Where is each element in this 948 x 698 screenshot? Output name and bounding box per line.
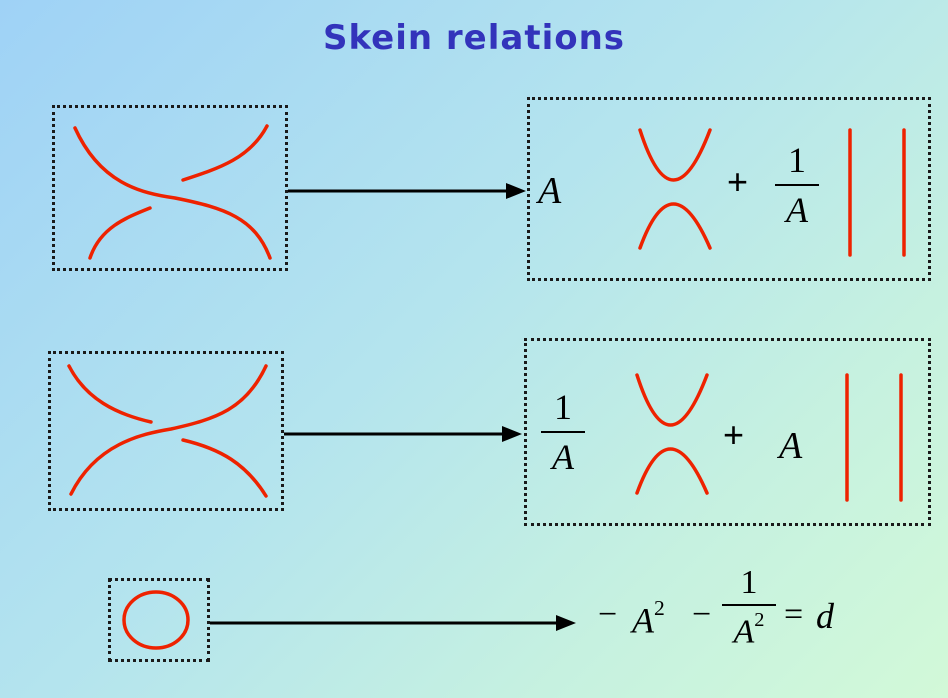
plus-sign: + bbox=[727, 161, 749, 202]
fraction-numerator: 1 bbox=[788, 140, 806, 180]
arrow-row-2 bbox=[284, 426, 522, 442]
under-strand-upper bbox=[181, 124, 269, 182]
under-strand-lower bbox=[181, 438, 268, 498]
minus-sign-2: − bbox=[692, 596, 712, 633]
fraction-numerator: 1 bbox=[740, 564, 758, 601]
fraction-one-over-a-squared: 1 A2 bbox=[722, 566, 776, 649]
vertical-smoothing-icon bbox=[845, 373, 903, 502]
fraction-one-over-a: 1 A bbox=[541, 389, 585, 475]
fraction-numerator: 1 bbox=[554, 387, 572, 427]
fraction-denominator: A bbox=[552, 437, 574, 477]
fraction-bar bbox=[541, 431, 585, 433]
term-a: A2 bbox=[632, 596, 665, 641]
fraction-one-over-a: 1 A bbox=[775, 142, 819, 228]
rhs-d: d bbox=[816, 596, 834, 636]
negative-crossing-diagram bbox=[67, 364, 268, 498]
vertical-smoothing-icon bbox=[848, 128, 906, 257]
result-box-positive: A + 1 A bbox=[527, 97, 931, 281]
arrow-row-3 bbox=[210, 615, 576, 631]
fraction-denominator: A bbox=[786, 190, 808, 230]
den-exponent: 2 bbox=[754, 609, 765, 631]
plus-sign: + bbox=[723, 414, 745, 455]
horizontal-smoothing-icon bbox=[635, 373, 709, 495]
positive-crossing-diagram bbox=[73, 124, 272, 260]
fraction-bar bbox=[775, 184, 819, 186]
crossing-box-negative bbox=[48, 351, 284, 511]
fraction-denominator: A2 bbox=[722, 610, 776, 649]
unknot-formula: − A2 − 1 A2 = d bbox=[598, 560, 918, 670]
arrow-row-1 bbox=[288, 183, 526, 199]
equals-sign: = bbox=[784, 596, 804, 633]
horizontal-smoothing-icon bbox=[638, 128, 712, 250]
coefficient-a: A bbox=[538, 170, 562, 212]
minus-sign-1: − bbox=[598, 596, 618, 633]
coefficient-a: A bbox=[779, 425, 803, 467]
den-base: A bbox=[733, 613, 755, 651]
over-strand bbox=[73, 126, 272, 260]
term-a-base: A bbox=[632, 600, 654, 641]
fraction-bar bbox=[722, 604, 776, 606]
page-title: Skein relations bbox=[322, 18, 626, 58]
over-strand bbox=[69, 364, 268, 496]
unknot-icon bbox=[122, 590, 190, 650]
term-a-exponent: 2 bbox=[654, 596, 665, 620]
under-strand-upper bbox=[67, 364, 153, 424]
result-box-negative: 1 A + A bbox=[524, 338, 931, 526]
under-strand-lower bbox=[88, 206, 152, 260]
unknot-box bbox=[108, 578, 210, 662]
crossing-box-positive bbox=[52, 105, 288, 271]
